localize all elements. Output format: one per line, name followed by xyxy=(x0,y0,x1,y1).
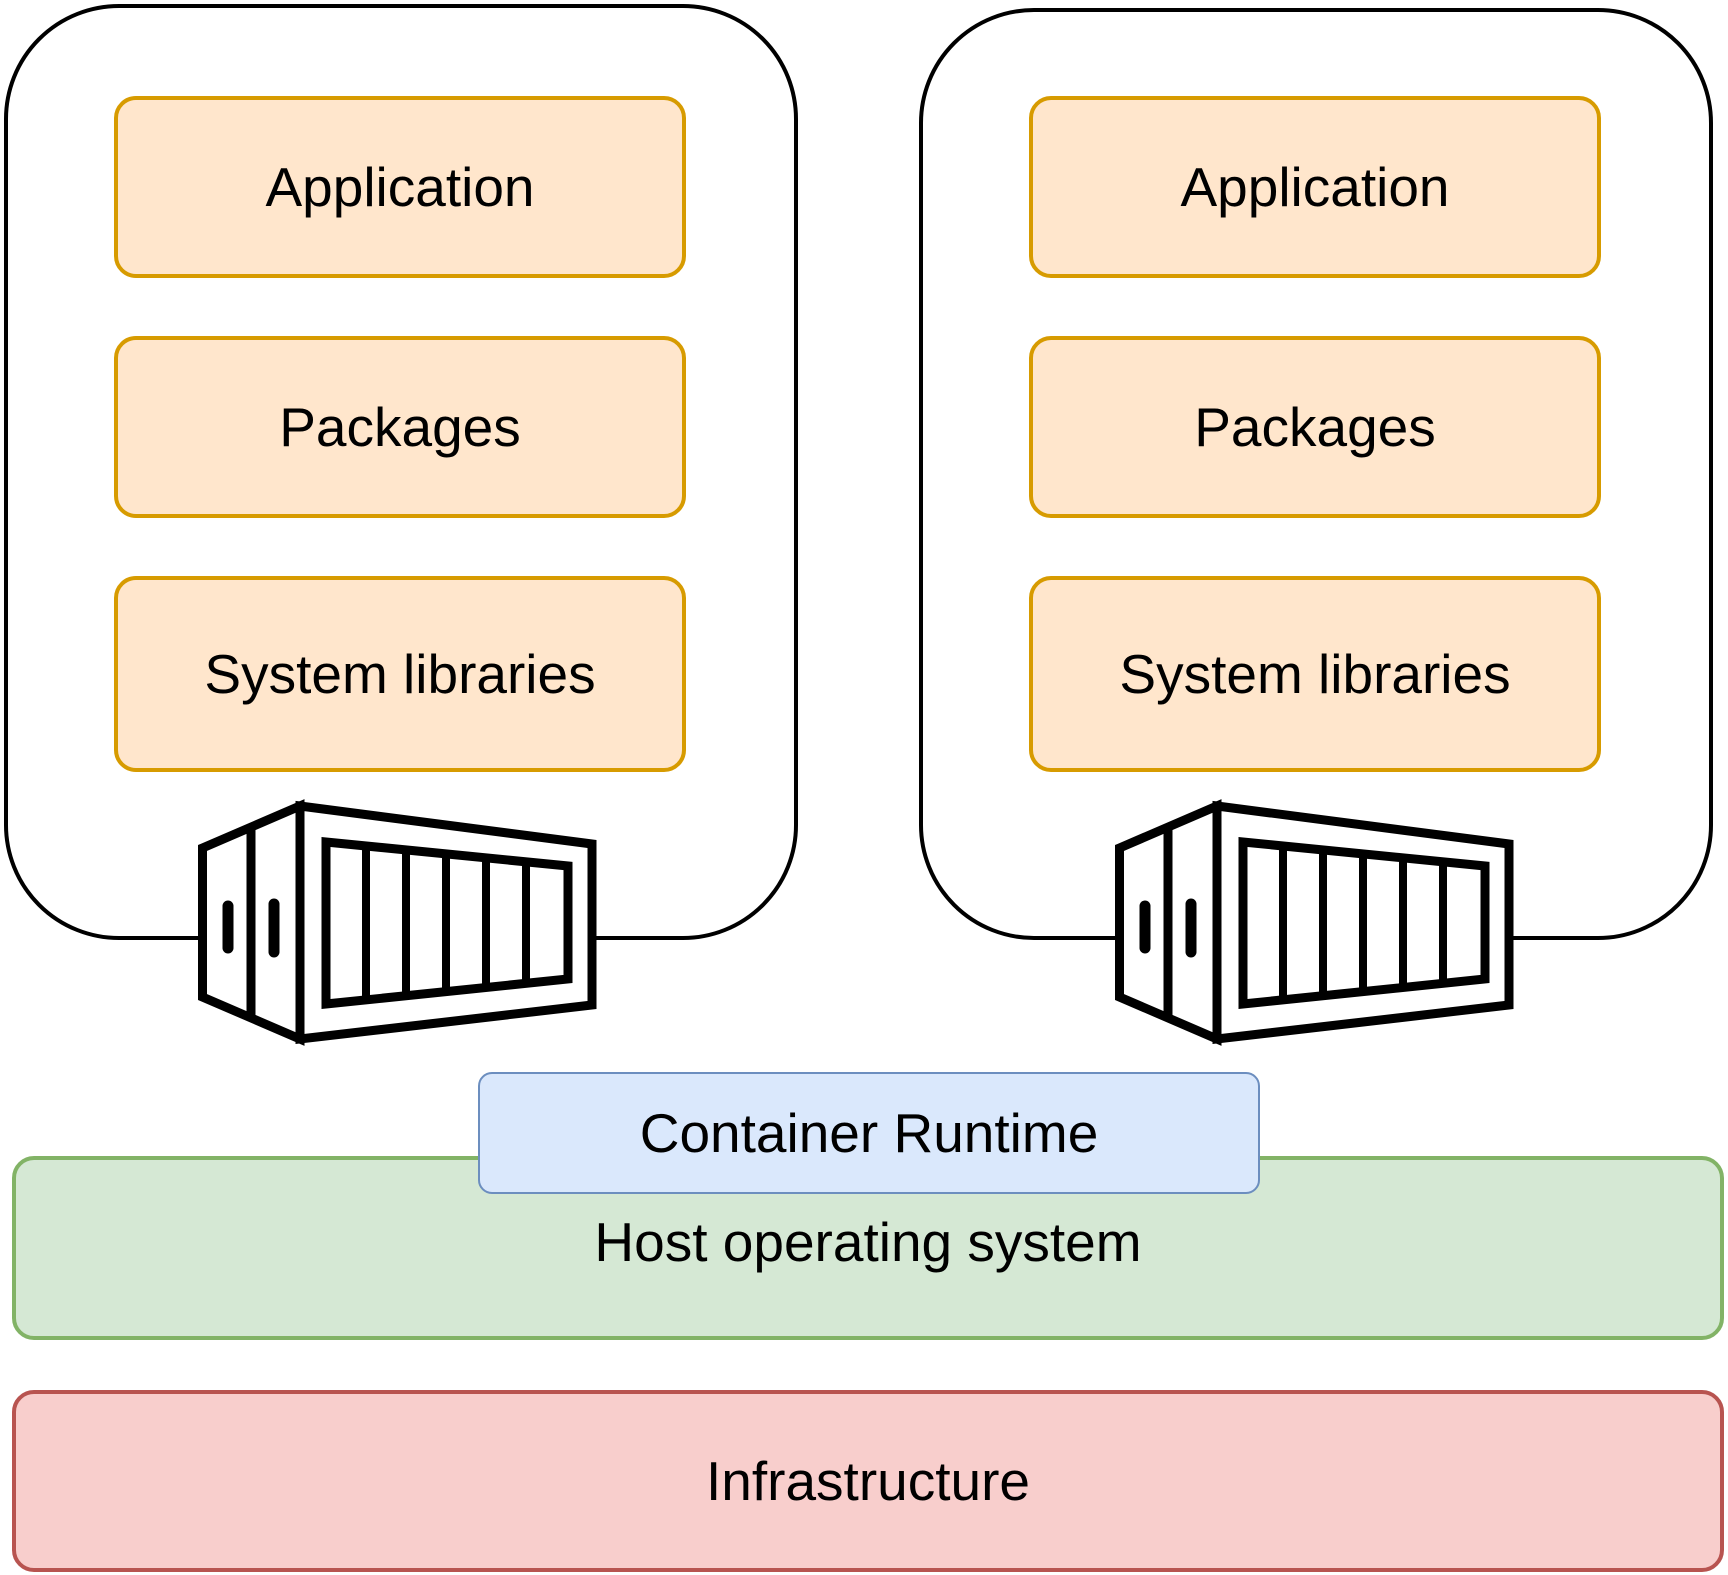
container-1-packages-label: Packages xyxy=(279,395,521,458)
container-2-application-layer: Application xyxy=(1029,96,1601,278)
container-runtime-label: Container Runtime xyxy=(639,1101,1099,1164)
container-2-packages-layer: Packages xyxy=(1029,336,1601,518)
container-1-system-libraries-layer: System libraries xyxy=(114,576,686,772)
container-2-application-label: Application xyxy=(1180,155,1450,218)
infrastructure-layer: Infrastructure xyxy=(12,1390,1724,1572)
container-1-system-libraries-label: System libraries xyxy=(204,642,596,705)
container-1-packages-layer: Packages xyxy=(114,336,686,518)
host-os-layer: Host operating system xyxy=(12,1156,1724,1340)
container-2-system-libraries-layer: System libraries xyxy=(1029,576,1601,772)
infrastructure-label: Infrastructure xyxy=(705,1449,1030,1512)
host-os-label: Host operating system xyxy=(594,1211,1142,1273)
container-1-application-label: Application xyxy=(265,155,535,218)
container-2-system-libraries-label: System libraries xyxy=(1119,642,1511,705)
container-2-packages-label: Packages xyxy=(1194,395,1436,458)
shipping-container-icon xyxy=(198,799,597,1046)
container-runtime-layer: Container Runtime xyxy=(478,1072,1260,1194)
shipping-container-icon xyxy=(1115,799,1514,1046)
container-1-application-layer: Application xyxy=(114,96,686,278)
